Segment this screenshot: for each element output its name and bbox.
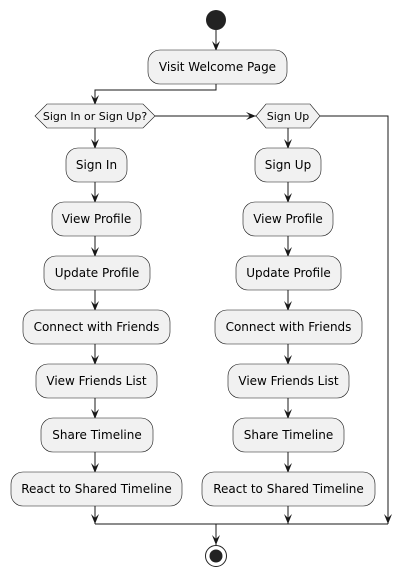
- arrowhead: [284, 514, 292, 524]
- activity-view-profile: [242, 201, 334, 237]
- arrowhead: [91, 514, 99, 524]
- activity-label: View Profile: [62, 212, 132, 226]
- activity-share-timeline: [40, 417, 154, 453]
- activity-connect-with-friends: [22, 309, 171, 345]
- arrowhead: [246, 112, 256, 120]
- activity-label: React to Shared Timeline: [213, 482, 364, 496]
- activity-react-to-shared-timeline: [201, 471, 376, 507]
- end-node: [205, 545, 227, 567]
- arrowhead: [284, 247, 292, 257]
- activity-visit-welcome-page: [147, 49, 288, 85]
- arrowhead: [284, 301, 292, 311]
- activity-label: View Friends List: [46, 374, 147, 388]
- decision-label: Sign In or Sign Up?: [43, 110, 147, 123]
- activity-sign-up: [254, 147, 322, 183]
- arrowhead: [284, 463, 292, 473]
- arrowhead: [91, 355, 99, 365]
- activity-label: View Friends List: [238, 374, 339, 388]
- activity-view-friends-list: [227, 363, 350, 399]
- activity-label: React to Shared Timeline: [21, 482, 172, 496]
- activity-view-friends-list: [35, 363, 158, 399]
- arrowhead: [284, 139, 292, 149]
- activity-label: Share Timeline: [244, 428, 333, 442]
- edge-else-branch: [320, 115, 389, 524]
- arrowhead: [91, 95, 99, 105]
- arrowhead: [212, 41, 220, 51]
- activity-update-profile: [235, 255, 342, 291]
- edge-visit-decision: [94, 84, 217, 104]
- activity-label: Connect with Friends: [226, 320, 352, 334]
- arrowhead: [91, 463, 99, 473]
- arrowhead: [212, 535, 220, 545]
- activity-label: Visit Welcome Page: [159, 60, 276, 74]
- arrowhead: [91, 139, 99, 149]
- activity-label: Sign Up: [265, 158, 311, 172]
- arrowhead: [91, 301, 99, 311]
- activity-label: Share Timeline: [52, 428, 141, 442]
- start-node: [206, 10, 226, 30]
- arrowhead: [91, 409, 99, 419]
- activity-label: Update Profile: [55, 266, 140, 280]
- decision-sign-up: [255, 103, 321, 129]
- arrowheads: [91, 41, 392, 545]
- activity-sign-in: [65, 147, 128, 183]
- activity-share-timeline: [232, 417, 345, 453]
- activity-react-to-shared-timeline: [10, 471, 183, 507]
- decision-label: Sign Up: [267, 110, 310, 123]
- arrowhead: [284, 409, 292, 419]
- activity-update-profile: [43, 255, 151, 291]
- arrowhead: [91, 193, 99, 203]
- activity-view-profile: [51, 201, 142, 237]
- activity-connect-with-friends: [214, 309, 363, 345]
- activity-label: Connect with Friends: [34, 320, 160, 334]
- activity-label: Sign In: [76, 158, 117, 172]
- arrowhead: [384, 514, 392, 524]
- activity-label: View Profile: [253, 212, 323, 226]
- arrowhead: [284, 193, 292, 203]
- arrowhead: [284, 355, 292, 365]
- activity-label: Update Profile: [246, 266, 331, 280]
- arrowhead: [91, 247, 99, 257]
- decision-sign-in-or-sign-up: [34, 103, 156, 129]
